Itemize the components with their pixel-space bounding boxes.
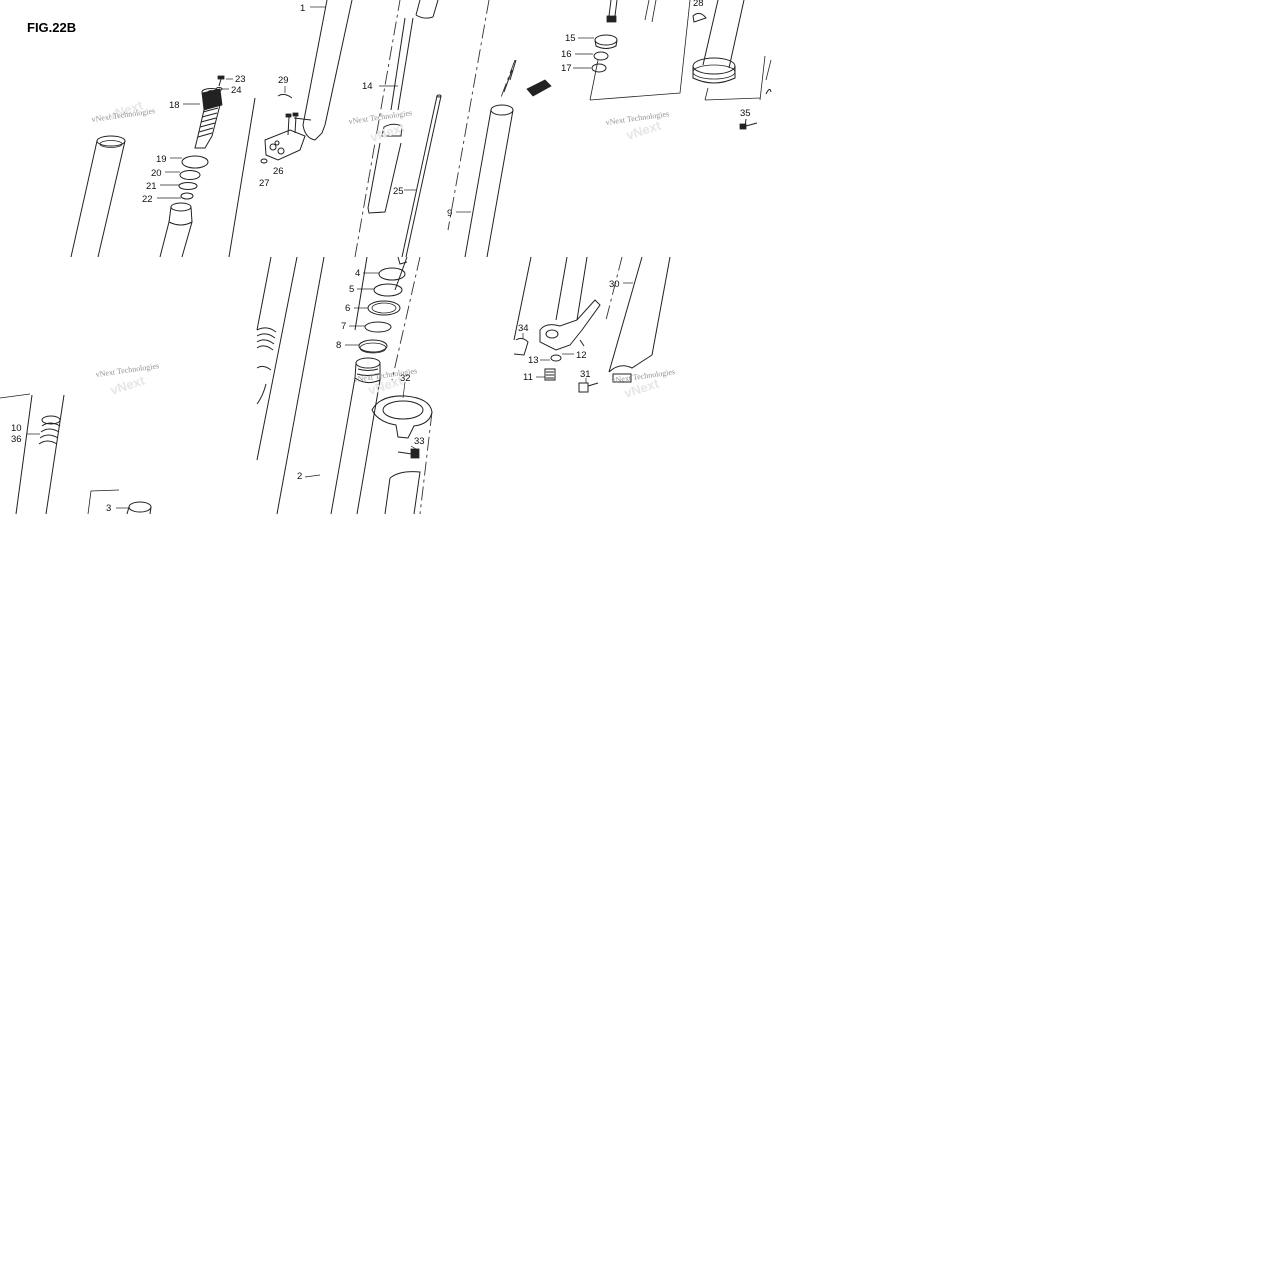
callout-24: 24 xyxy=(231,85,242,96)
callout-31: 31 xyxy=(580,369,591,380)
callout-8: 8 xyxy=(336,340,341,351)
callout-16: 16 xyxy=(561,49,572,60)
callout-12: 12 xyxy=(576,350,587,361)
bolt-33 xyxy=(397,445,420,459)
callout-30: 30 xyxy=(609,279,620,290)
panel-upper-bracket: 1 29 26 27 14 25 9 vNext vNext Technolog… xyxy=(259,0,516,258)
callout-2: 2 xyxy=(297,471,302,482)
callout-27: 27 xyxy=(259,178,270,189)
clip-17 xyxy=(591,63,607,73)
ring-20 xyxy=(179,170,201,180)
ring-22 xyxy=(180,192,194,200)
callout-33: 33 xyxy=(414,436,425,447)
callout-28: 28 xyxy=(693,0,704,9)
watermark: vNext Technologies xyxy=(95,361,160,379)
callout-15: 15 xyxy=(565,33,576,44)
callout-4: 4 xyxy=(355,268,360,279)
callout-18: 18 xyxy=(169,100,180,111)
reflector-tag xyxy=(526,79,552,97)
callout-35: 35 xyxy=(740,108,751,119)
bracket-assembly xyxy=(260,112,306,164)
callout-17: 17 xyxy=(561,63,572,74)
outer-tube-1 xyxy=(293,0,353,141)
panel-axle-holder: 34 12 13 11 31 30 vNext vNext Technologi… xyxy=(513,256,676,401)
seal-15 xyxy=(594,34,618,46)
callout-3: 3 xyxy=(106,503,111,514)
callout-1: 1 xyxy=(300,3,305,14)
callout-9: 9 xyxy=(447,208,452,219)
damper-rod-14 xyxy=(367,0,439,214)
o-ring-19 xyxy=(181,155,209,169)
callout-14: 14 xyxy=(362,81,373,92)
figure-title: FIG.22B xyxy=(27,20,76,35)
washer-16 xyxy=(593,51,609,61)
inner-tube xyxy=(159,202,193,258)
ring-5 xyxy=(373,283,403,297)
callout-6: 6 xyxy=(345,303,350,314)
clip-28 xyxy=(692,12,707,23)
bolt-23 xyxy=(217,75,225,87)
lower-leg-cylinder xyxy=(692,0,772,101)
panel-spring: 10 36 3 vNext vNext Technologies xyxy=(0,361,160,515)
callout-23: 23 xyxy=(235,74,246,85)
callout-5: 5 xyxy=(349,284,354,295)
fork-tube-9 xyxy=(456,104,514,258)
spring-10 xyxy=(38,415,61,445)
callout-25: 25 xyxy=(393,186,404,197)
ring-4 xyxy=(378,267,406,281)
seat-3 xyxy=(87,489,152,515)
bolt-35 xyxy=(739,118,758,130)
callout-11: 11 xyxy=(523,372,533,383)
rod-25 xyxy=(401,94,442,258)
callout-13: 13 xyxy=(528,355,539,366)
callout-22: 22 xyxy=(142,194,153,205)
callout-26: 26 xyxy=(273,166,284,177)
inner-tube-30 xyxy=(608,256,671,383)
panel-lower-leg-top: 15 16 17 28 35 vNext vNext Technologies xyxy=(503,0,772,143)
callout-21: 21 xyxy=(146,181,157,192)
callout-32: 32 xyxy=(400,373,411,384)
nut-11 xyxy=(544,368,556,381)
ring-21 xyxy=(178,182,198,190)
clip-7 xyxy=(364,321,392,333)
callout-36: 36 xyxy=(11,434,22,445)
bolt-31 xyxy=(578,378,599,393)
valve-stem xyxy=(606,0,618,23)
cap-bolt-18 xyxy=(194,88,223,149)
svg-text:vNext: vNext xyxy=(368,119,407,144)
washer-13 xyxy=(550,354,562,362)
bushing-8 xyxy=(358,339,388,353)
callout-19: 19 xyxy=(156,154,167,165)
fork-tube-left xyxy=(70,135,126,258)
callout-29: 29 xyxy=(278,75,289,86)
panel-seals: 4 5 6 7 8 32 33 2 vNext vNext Technologi… xyxy=(256,256,433,515)
callout-7: 7 xyxy=(341,321,346,332)
slider-bushing xyxy=(330,357,381,515)
callout-34: 34 xyxy=(518,323,529,334)
panel-fork-cap-assembly: 23 24 18 19 20 21 22 vNext vNext Technol… xyxy=(70,74,256,258)
clip-29 xyxy=(277,93,293,99)
callout-10: 10 xyxy=(11,423,22,434)
axle-holder-12 xyxy=(539,299,601,351)
part-34 xyxy=(513,337,529,356)
callout-20: 20 xyxy=(151,168,162,179)
